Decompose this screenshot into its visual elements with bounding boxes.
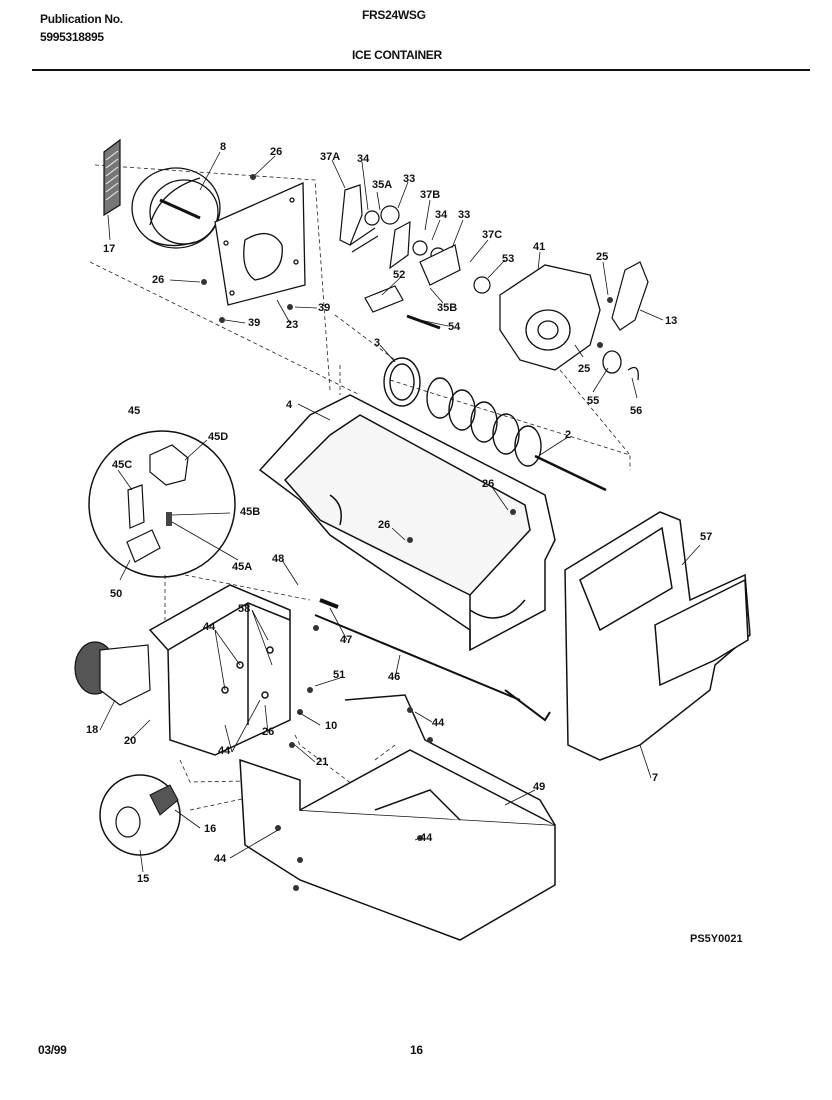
- ice-crusher-blades: [339, 184, 491, 294]
- grille-panel: [103, 138, 121, 217]
- callout-label: 52: [393, 269, 405, 281]
- callout-label: 17: [103, 243, 115, 255]
- publication-number: 5995318895: [40, 30, 104, 44]
- crusher-shaft-parts: [364, 285, 441, 330]
- callout-label: 20: [124, 735, 136, 747]
- section-title: ICE CONTAINER: [352, 48, 442, 62]
- callout-label: 46: [388, 671, 400, 683]
- callout-label: 7: [652, 772, 658, 784]
- callout-label: 13: [665, 315, 677, 327]
- figure-code: PS5Y0021: [690, 933, 743, 945]
- publication-label: Publication No.: [40, 12, 123, 26]
- footer-date: 03/99: [38, 1043, 67, 1057]
- callout-label: 34: [357, 153, 370, 165]
- model-number: FRS24WSG: [362, 8, 426, 22]
- ice-bucket: [258, 394, 556, 652]
- callout-label: 53: [502, 253, 514, 265]
- washer-55: [602, 350, 622, 374]
- base-tray: [239, 694, 556, 941]
- drive-motor: [74, 641, 151, 706]
- callout-label: 41: [533, 241, 545, 253]
- auger-wheel: [131, 167, 221, 249]
- callout-label: 26: [378, 519, 390, 531]
- leader-lines: [99, 151, 701, 873]
- callout-label: 45D: [208, 431, 228, 443]
- detail-circle-45: [88, 430, 236, 578]
- callout-label: 44: [218, 745, 231, 757]
- callout-label: 37A: [320, 151, 340, 163]
- callout-label: 44: [432, 717, 445, 729]
- fasteners: [201, 174, 613, 891]
- callout-label: 26: [270, 146, 282, 158]
- clip-56: [627, 366, 639, 381]
- callout-label: 48: [272, 553, 284, 565]
- shutter-lever: [611, 261, 649, 331]
- callout-label: 8: [220, 141, 226, 153]
- motor-housing: [148, 584, 291, 756]
- callout-label: 44: [214, 853, 227, 865]
- callout-label: 25: [596, 251, 608, 263]
- callout-label: 45: [128, 405, 140, 417]
- callout-label: 21: [316, 756, 328, 768]
- callout-label: 39: [248, 317, 260, 329]
- page-number: 16: [410, 1043, 423, 1057]
- callout-label: 51: [333, 669, 345, 681]
- callout-label: 49: [533, 781, 545, 793]
- callout-label: 2: [565, 429, 571, 441]
- callout-label: 54: [448, 321, 461, 333]
- callout-label: 55: [587, 395, 599, 407]
- callout-label: 44: [420, 832, 433, 844]
- detail-circle-15: [99, 774, 181, 856]
- crusher-housing: [499, 264, 601, 371]
- callout-label: 26: [482, 478, 494, 490]
- callout-label: 45A: [232, 561, 252, 573]
- callout-label: 33: [458, 209, 470, 221]
- callout-label: 26: [152, 274, 164, 286]
- callout-label: 57: [700, 531, 712, 543]
- header-rule: [32, 69, 810, 71]
- callout-label: 25: [578, 363, 590, 375]
- callout-label: 33: [403, 173, 415, 185]
- callout-label: 4: [286, 399, 293, 411]
- callout-label: 44: [203, 621, 216, 633]
- callout-label: 10: [325, 720, 337, 732]
- callout-label: 50: [110, 588, 122, 600]
- callout-label: 18: [86, 724, 98, 736]
- callout-label: 45C: [112, 459, 132, 471]
- callout-label: 37C: [482, 229, 502, 241]
- callout-label: 23: [286, 319, 298, 331]
- dispenser-rod: [314, 598, 551, 722]
- callout-label: 15: [137, 873, 149, 885]
- callout-label: 47: [340, 634, 352, 646]
- callout-label: 58: [238, 603, 250, 615]
- callout-label: 45B: [240, 506, 260, 518]
- auger-spring: [383, 357, 607, 492]
- callout-label: 16: [204, 823, 216, 835]
- callout-label: 26: [262, 726, 274, 738]
- callout-label: 39: [318, 302, 330, 314]
- dispenser-front: [564, 511, 751, 761]
- mount-plate: [214, 182, 306, 306]
- callout-label: 3: [374, 337, 380, 349]
- callout-label: 37B: [420, 189, 440, 201]
- callout-label: 35A: [372, 179, 392, 191]
- callout-label: 56: [630, 405, 642, 417]
- callout-label: 35B: [437, 302, 457, 314]
- callout-label: 34: [435, 209, 448, 221]
